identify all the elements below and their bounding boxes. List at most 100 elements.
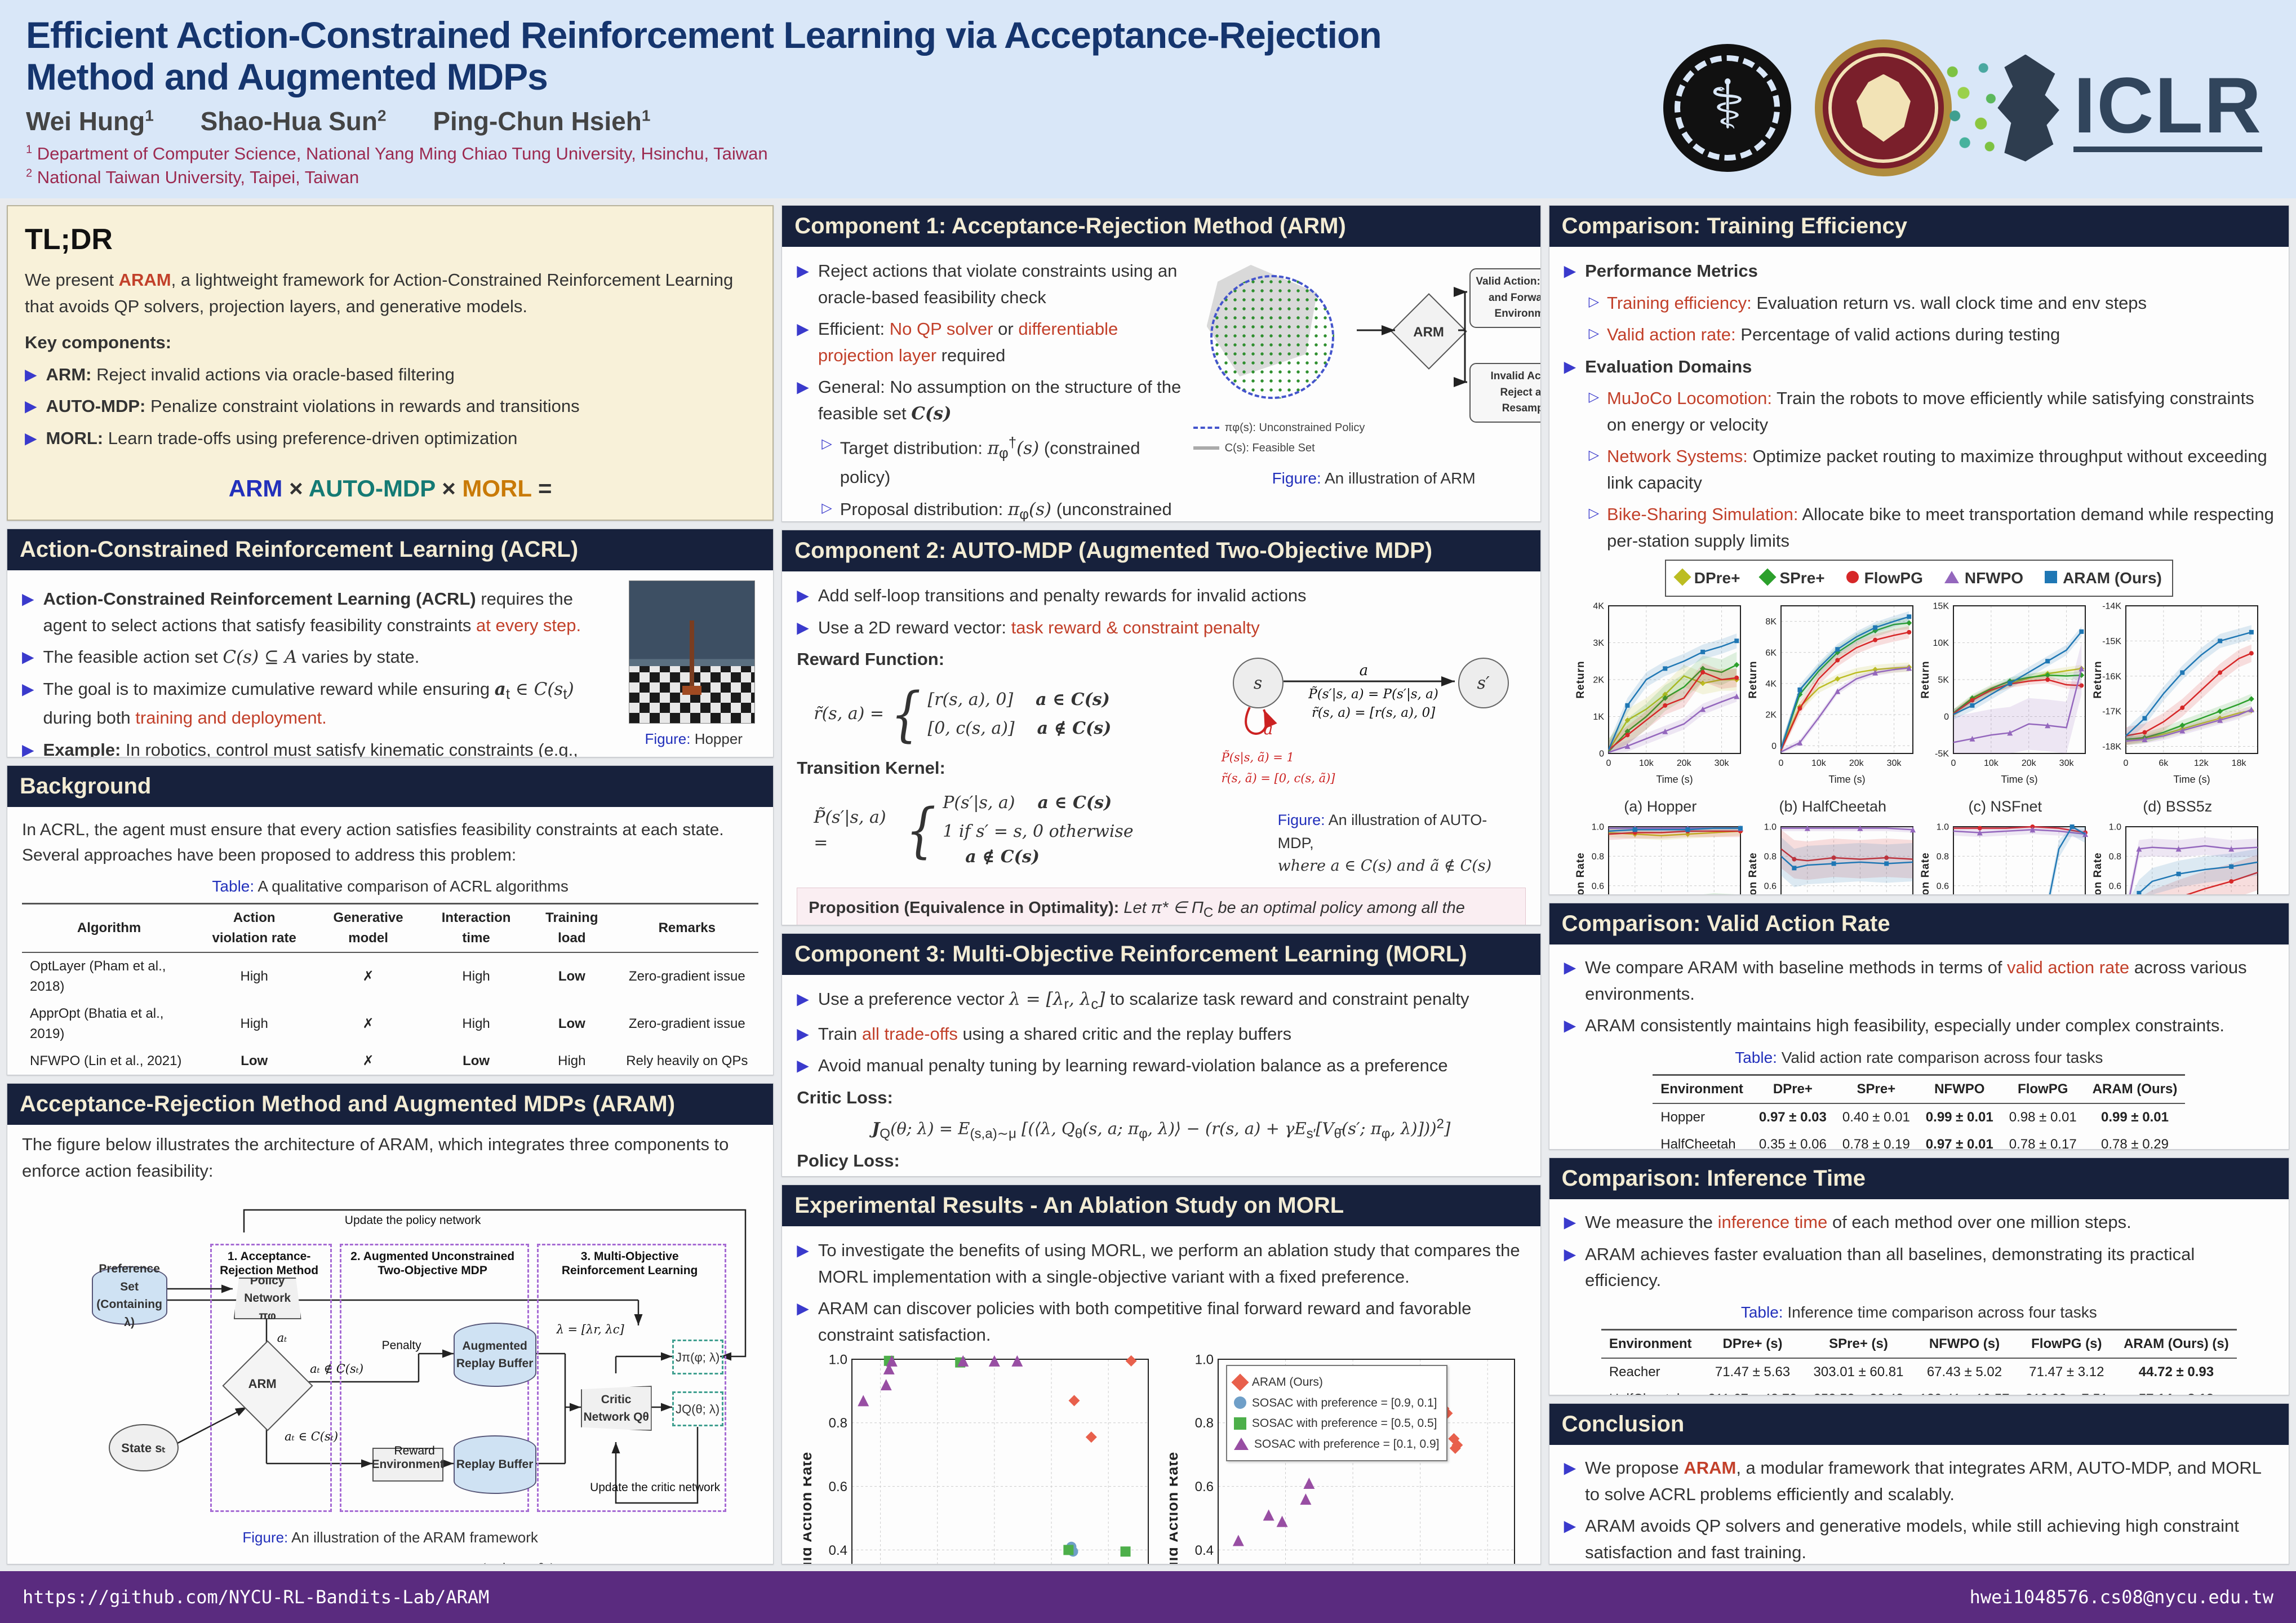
- bullet-icon: ▶: [797, 618, 809, 636]
- svg-text:4K: 4K: [1593, 602, 1604, 611]
- square-marker-icon: [1233, 1417, 1246, 1430]
- bullet-icon: ▶: [22, 590, 34, 607]
- poster-header: Efficient Action-Constrained Reinforceme…: [0, 0, 2296, 198]
- column-header: DPre+ (s): [1699, 1328, 1806, 1359]
- bullet-item: ▶AUTO-MDP: Penalize constraint violation…: [25, 393, 756, 420]
- svg-text:8K: 8K: [1765, 617, 1777, 627]
- inference-table-caption: Table: Inference time comparison across …: [1740, 1303, 2097, 1321]
- legend-item: DPre+: [1673, 566, 1740, 590]
- tldr-intro: We present ARAM, a lightweight framework…: [25, 270, 734, 316]
- column-header: SPre+ (s): [1805, 1328, 1912, 1359]
- svg-text:0: 0: [2123, 759, 2128, 768]
- svg-text:Vaild Action Rate: Vaild Action Rate: [1576, 852, 1587, 895]
- svg-text:0: 0: [1606, 759, 1611, 768]
- svg-text:2K: 2K: [1593, 676, 1604, 685]
- svg-text:-18K: -18K: [2102, 742, 2121, 752]
- component2-bullets: ▶Add self-loop transitions and penalty r…: [797, 583, 1525, 641]
- svg-text:6K: 6K: [1765, 648, 1777, 658]
- bullet-icon: ▶: [22, 740, 34, 757]
- svg-text:Valid Action Rate: Valid Action Rate: [1170, 1452, 1181, 1564]
- bullet-item: ▷Bike-Sharing Simulation: Allocate bike …: [1564, 502, 2274, 554]
- iclr-logo: ICLR: [1945, 54, 2262, 162]
- feasible-set-illustration: [1206, 265, 1334, 399]
- component3-header: Component 3: Multi-Objective Reinforceme…: [782, 934, 1540, 975]
- svg-text:10k: 10k: [1811, 759, 1827, 768]
- diamond-marker-icon: [1758, 568, 1777, 586]
- chart--g-nsfnet: 0.00.20.40.60.81.0012345Vaild Action Rat…: [1920, 821, 2090, 894]
- aram-header: Acceptance-Rejection Method and Augmente…: [7, 1084, 774, 1125]
- email-link[interactable]: hwei1048576.cs08@nycu.edu.tw: [1969, 1586, 2273, 1608]
- bullet-icon: ▶: [1564, 1245, 1576, 1263]
- transition-kernel-title: Transition Kernel:: [797, 757, 945, 778]
- inference-time-header: Comparison: Inference Time: [1549, 1158, 2289, 1199]
- tldr-key-title: Key components:: [25, 332, 172, 352]
- bullet-icon: ▷: [821, 500, 832, 516]
- bullet-item: ▶The goal is to maximize cumulative rewa…: [22, 676, 619, 731]
- chart-caption: (d) BSS5z: [2143, 797, 2213, 815]
- svg-text:Time (s): Time (s): [1656, 774, 1693, 785]
- column-header: Action violation rate: [196, 903, 313, 953]
- component3-panel: Component 3: Multi-Objective Reinforceme…: [781, 933, 1541, 1177]
- proposition-box: Proposition (Equivalence in Optimality):…: [797, 888, 1526, 925]
- diamond-marker-icon: [1231, 1373, 1249, 1391]
- svg-text:3K: 3K: [1593, 638, 1604, 648]
- authors: Wei Hung1 Shao-Hua Sun2 Ping-Chun Hsieh1: [26, 106, 2296, 136]
- bullet-icon: ▶: [1564, 262, 1576, 280]
- component1-header: Component 1: Acceptance-Rejection Method…: [782, 206, 1540, 247]
- legend-item: FlowPG: [1846, 566, 1923, 590]
- chart-caption: (a) Hopper: [1624, 797, 1697, 815]
- var-bullets: ▶We compare ARAM with baseline methods i…: [1564, 955, 2274, 1039]
- bullet-icon: ▷: [1588, 389, 1600, 405]
- svg-text:6k: 6k: [2159, 759, 2169, 768]
- acrl-table-caption: Table: A qualitative comparison of ACRL …: [212, 877, 569, 895]
- svg-text:Time (s): Time (s): [1828, 774, 1865, 785]
- bullet-icon: ▶: [25, 397, 37, 415]
- repo-link[interactable]: https://github.com/NYCU-RL-Bandits-Lab/A…: [23, 1586, 490, 1608]
- bullet-icon: ▷: [1588, 447, 1600, 463]
- column-header: FlowPG (s): [2017, 1328, 2116, 1359]
- training-efficiency-header: Comparison: Training Efficiency: [1549, 206, 2289, 247]
- svg-text:0: 0: [1951, 759, 1956, 768]
- component1-panel: Component 1: Acceptance-Rejection Method…: [781, 205, 1541, 522]
- svg-text:0.4: 0.4: [829, 1543, 847, 1558]
- svg-text:0.6: 0.6: [1764, 881, 1777, 891]
- svg-text:0.4: 0.4: [1195, 1543, 1214, 1558]
- footer-bar: https://github.com/NYCU-RL-Bandits-Lab/A…: [0, 1571, 2296, 1623]
- ablation-header: Experimental Results - An Ablation Study…: [782, 1185, 1540, 1226]
- ntu-logo-icon: [1815, 39, 1952, 176]
- chart-caption: (c) NSFnet: [1968, 797, 2042, 815]
- bullet-item: ▶Reject actions that violate constraints…: [797, 258, 1187, 311]
- diamond-marker-icon: [1673, 568, 1691, 586]
- triangle-marker-icon: [1233, 1438, 1249, 1451]
- bullet-item: ▶We propose ARAM, a modular framework th…: [1564, 1455, 2274, 1507]
- svg-text:0.6: 0.6: [1592, 881, 1604, 891]
- bullet-icon: ▶: [797, 1300, 809, 1317]
- critic-loss-title: Critic Loss:: [797, 1087, 893, 1107]
- bullet-item: ▶ARAM achieves faster evaluation than al…: [1564, 1241, 2274, 1294]
- bullet-item: ▶The feasible action set C(s) ⊆ A varies…: [22, 644, 619, 671]
- svg-text:Vaild Action Rate: Vaild Action Rate: [2093, 852, 2104, 895]
- bullet-item: ▷MuJoCo Locomotion: Train the robots to …: [1564, 385, 2274, 438]
- bullet-item: ▶ARAM consistently maintains high feasib…: [1564, 1013, 2274, 1039]
- svg-text:10k: 10k: [1984, 759, 1999, 768]
- svg-text:15K: 15K: [1933, 602, 1949, 611]
- bullet-icon: ▶: [797, 378, 809, 396]
- svg-text:0.6: 0.6: [1195, 1479, 1214, 1495]
- bullet-icon: ▶: [797, 320, 809, 338]
- bullet-icon: ▶: [797, 990, 809, 1008]
- bullet-item: ▶Use a 2D reward vector: task reward & c…: [797, 615, 1525, 641]
- component2-header: Component 2: AUTO-MDP (Augmented Two-Obj…: [782, 530, 1540, 571]
- column-header: Interaction time: [424, 903, 529, 953]
- svg-text:Valid Action Rate: Valid Action Rate: [803, 1452, 815, 1564]
- conclusion-header: Conclusion: [1549, 1404, 2289, 1445]
- affiliations: 1 Department of Computer Science, Nation…: [26, 143, 768, 187]
- bullet-icon: ▶: [1564, 1213, 1576, 1231]
- svg-text:30k: 30k: [2059, 759, 2074, 768]
- svg-text:0.8: 0.8: [1764, 852, 1777, 862]
- acrl-panel: Action-Constrained Reinforcement Learnin…: [7, 529, 774, 757]
- svg-text:-15K: -15K: [2102, 637, 2121, 646]
